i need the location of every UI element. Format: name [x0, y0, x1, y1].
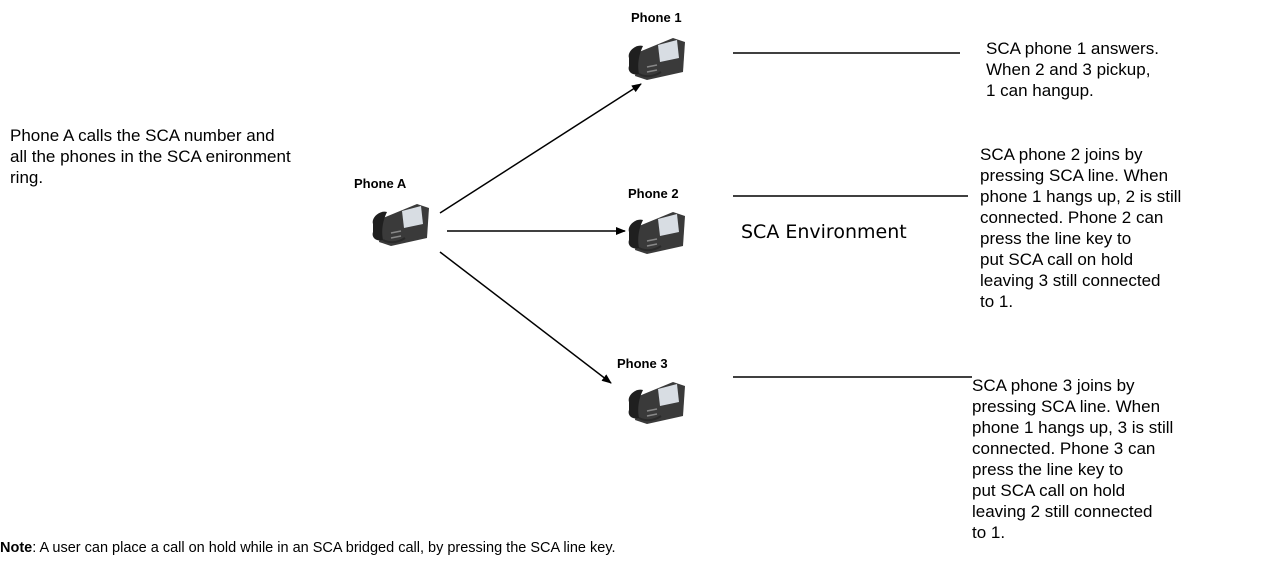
phone-3-note: SCA phone 3 joins by pressing SCA line. …	[972, 376, 1174, 542]
desk-phone-icon	[372, 204, 429, 246]
phone-2-label: Phone 2	[628, 186, 679, 201]
footnote: Note: A user can place a call on hold wh…	[0, 540, 616, 556]
phone-a-label: Phone A	[354, 176, 407, 191]
footnote-text: : A user can place a call on hold while …	[32, 540, 616, 556]
phone-3-label: Phone 3	[617, 356, 668, 371]
phone-1-note: SCA phone 1 answers. When 2 and 3 pickup…	[986, 39, 1159, 100]
desk-phone-icon	[628, 38, 685, 80]
desk-phone-icon	[628, 382, 685, 424]
arrow-a-to-phone-1	[439, 83, 642, 214]
phone-2-note: SCA phone 2 joins by pressing SCA line. …	[980, 145, 1182, 311]
footnote-bold: Note	[0, 540, 33, 556]
sca-environment-label: SCA Environment	[741, 221, 907, 243]
arrow-a-to-phone-3	[439, 251, 612, 384]
desk-phone-icon	[628, 212, 685, 254]
phone-1-label: Phone 1	[631, 10, 682, 25]
intro-text: Phone A calls the SCA number and all the…	[10, 126, 291, 187]
